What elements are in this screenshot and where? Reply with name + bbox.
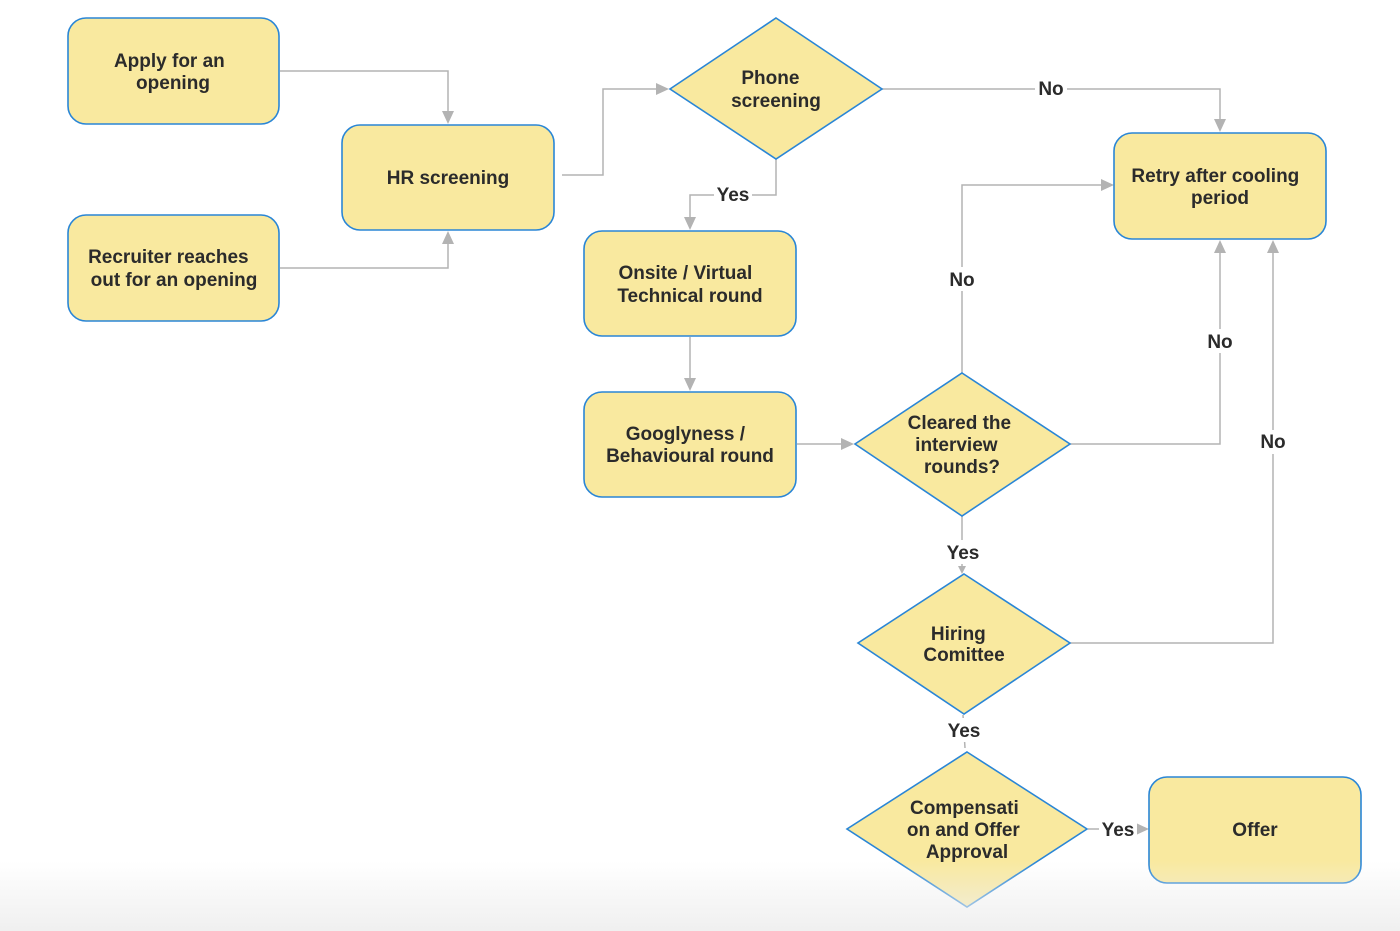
svg-text:Apply for an opening: Apply for an opening [114,51,230,94]
node-hiring-committee-line-1: Hiring [931,624,986,645]
arrowhead-into-retry-top [1214,119,1226,132]
edge-label-comp-yes: Yes [1102,820,1135,841]
node-hr-screening-line-1: HR screening [387,168,509,189]
arrowhead-into-hr-bottom [442,231,454,244]
label-bg-cleared-no-left [946,267,978,291]
edge-apply-to-hr [280,70,449,112]
node-googlyness-behavioural: Googlyness / Behavioural round [583,391,797,498]
node-cleared-interview-line-3: rounds? [924,457,1000,478]
edge-hiring-no-to-retry [1070,252,1274,644]
node-cleared-interview: Cleared the interview rounds? [853,372,1072,517]
edge-label-phone-yes: Yes [717,185,750,206]
node-onsite-technical-shape [583,230,797,337]
edge-label-cleared-no-left: No [949,270,974,291]
node-phone-screening-line-2: screening [731,91,821,112]
arrowhead-into-phone [656,83,669,95]
label-bg-cleared-no-right [1204,329,1236,353]
node-retry-cooling: Retry after cooling period [1113,132,1327,240]
node-onsite-technical-line-1: Onsite / Virtual [618,263,752,284]
node-retry-cooling-shape [1113,132,1327,240]
node-cleared-interview-line-2: interview [915,435,998,456]
svg-text:HR screening: HR screening [387,168,509,189]
node-compensation-approval-line-3: Approval [926,842,1008,863]
node-hiring-committee: Hiring Comittee [856,573,1072,715]
arrowheads [442,83,1279,835]
label-bg-hiring-no [1257,430,1289,454]
edge-label-cleared-no-right: No [1207,332,1232,353]
node-retry-cooling-line-1: Retry after cooling [1131,166,1299,187]
edge-labels: No Yes No No Yes No Yes Yes [714,77,1289,841]
node-hiring-committee-shape [856,573,1072,715]
edge-cleared-no-to-retry-left [961,184,1102,373]
svg-text:Cleared the interview: Cleared the interview rounds? [908,413,1017,478]
node-apply-line-1: Apply for an [114,51,225,72]
node-offer-line-1: Offer [1232,820,1278,841]
node-apply-line-2: opening [136,73,210,94]
label-bg-hiring-yes [945,718,983,742]
arrowhead-into-retry-bottom-left [1214,240,1226,253]
label-bg-comp-yes [1099,817,1137,841]
node-hr-screening: HR screening [341,124,555,231]
node-onsite-technical: Onsite / Virtual Technical round [583,230,797,337]
node-phone-screening-shape [668,17,884,160]
node-hr-screening-shape [341,124,555,231]
arrowhead-into-offer [1136,823,1149,835]
node-cleared-interview-line-1: Cleared the [908,413,1011,434]
arrowhead-into-retry-bottom-right [1267,240,1279,253]
node-apply: Apply for an opening [67,17,280,125]
node-onsite-technical-line-2: Technical round [617,286,762,307]
arrowhead-into-googlyness [684,378,696,391]
arrowhead-into-hiring [958,566,966,574]
node-compensation-approval-line-1: Compensati [910,798,1019,819]
edge-label-hiring-yes: Yes [948,721,981,742]
arrowhead-into-hr-top [442,111,454,124]
edge-label-phone-no: No [1038,79,1063,100]
node-recruiter-line-2: out for an opening [91,270,258,291]
node-phone-screening: Phone screening [668,17,884,160]
edge-recruiter-to-hr [280,243,449,269]
edge-cleared-no-to-retry-right [1070,252,1221,445]
node-googlyness-behavioural-line-1: Googlyness / [626,424,746,445]
node-offer: Offer [1148,776,1362,884]
arrowhead-into-onsite [684,217,696,230]
svg-text:Offer: Offer [1232,820,1278,841]
edge-label-hiring-no: No [1260,432,1285,453]
svg-text:Phone screening: Phone screening [731,68,821,112]
arrowhead-into-cleared [841,438,854,450]
label-bg-cleared-yes [944,540,982,564]
node-recruiter-shape [67,214,280,322]
node-phone-screening-line-1: Phone [741,68,799,89]
node-recruiter: Recruiter reaches out for an opening [67,214,280,322]
node-googlyness-behavioural-shape [583,391,797,498]
svg-text:Googlyness / Behavioural: Googlyness / Behavioural round [606,424,774,467]
node-googlyness-behavioural-line-2: Behavioural round [606,446,774,467]
label-bg-phone-no [1035,77,1067,101]
svg-text:Hiring Comittee: Hiring Comittee [923,624,1004,666]
label-bg-phone-yes [714,183,752,207]
edge-phone-no-to-retry [882,88,1221,120]
node-recruiter-line-1: Recruiter reaches [88,247,249,268]
node-retry-cooling-line-2: period [1191,188,1249,209]
arrowhead-into-retry-left [1101,179,1114,191]
node-hiring-committee-line-2: Comittee [923,645,1004,666]
node-compensation-approval: Compensati on and Offer Approval [845,751,1089,908]
svg-text:Retry after cooling peri: Retry after cooling period [1131,166,1304,209]
svg-text:Compensati on and Offer: Compensati on and Offer Approval [907,798,1025,863]
node-compensation-approval-line-2: on and Offer [907,820,1021,841]
svg-text:Recruiter reaches out fo: Recruiter reaches out for an opening [88,247,257,291]
edge-label-cleared-yes: Yes [947,543,980,564]
edge-hr-to-phone [562,88,658,176]
svg-text:Onsite / Virtual Technic: Onsite / Virtual Technical round [617,263,762,307]
node-cleared-interview-shape [853,372,1072,517]
node-apply-shape [67,17,280,125]
